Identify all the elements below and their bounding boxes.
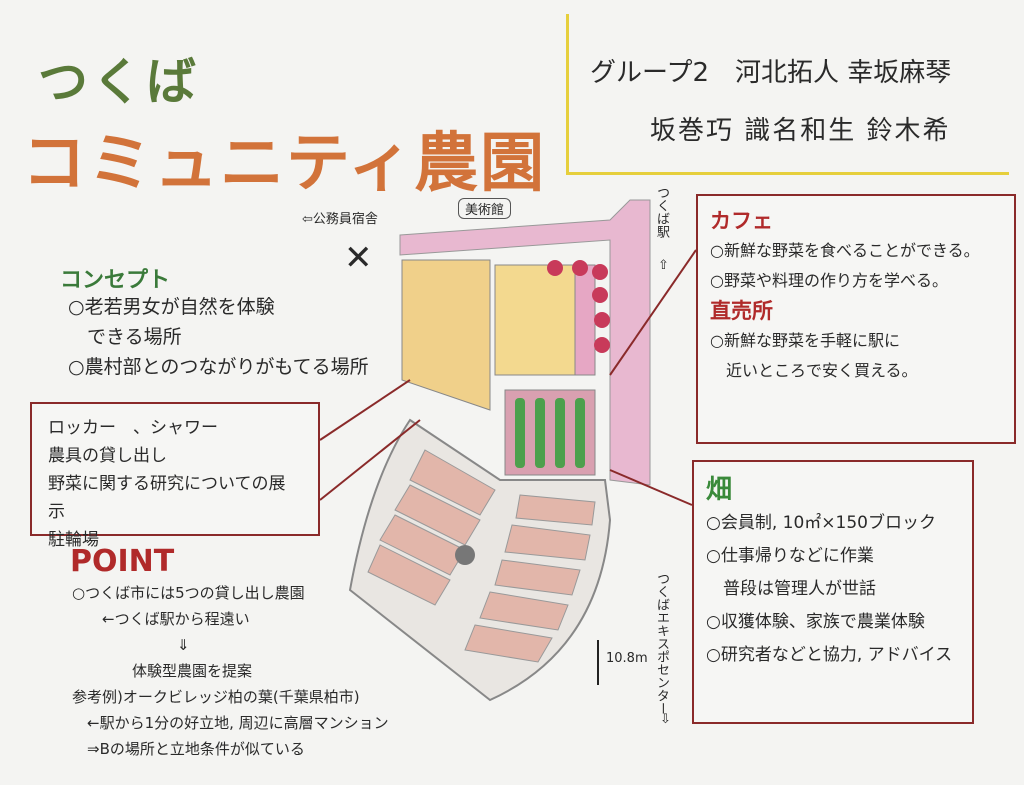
facilities-box: ロッカー 、シャワー 農具の貸し出し 野菜に関する研究についての展示 駐輪場 — [30, 402, 320, 550]
well — [455, 545, 475, 565]
farm-box: 畑 ○会員制, 10㎡×150ブロック ○仕事帰りなどに作業 普段は管理人が世話… — [692, 460, 974, 724]
site-map — [348, 199, 651, 702]
label-scale: 10.8m — [606, 651, 648, 666]
farm-item: ○研究者などと協力, アドバイス — [706, 645, 953, 665]
farm-heading: 畑 — [706, 475, 733, 505]
group-line2: 坂巻巧 識名和生 鈴木希 — [650, 116, 951, 146]
group-line1: グループ2 河北拓人 幸坂麻琴 — [590, 58, 952, 88]
point-heading: POINT — [70, 544, 175, 579]
facility-item: ロッカー 、シャワー — [48, 418, 218, 438]
label-expo: つくばエキスポセンター — [654, 572, 669, 715]
label-station: つくば駅 — [654, 186, 669, 238]
down-arrow-icon: ⇩ — [660, 712, 671, 727]
farm-item: ○会員制, 10㎡×150ブロック — [706, 513, 936, 533]
concept-item: できる場所 — [68, 326, 182, 348]
building-left — [401, 259, 491, 411]
concept-item: ○老若男女が自然を体験 — [68, 296, 275, 318]
point-line: ○つくば市には5つの貸し出し農園 — [72, 584, 305, 602]
point-line: ⇒Bの場所と立地条件が似ている — [72, 740, 305, 758]
cafe-item: ○新鮮な野菜を食べることができる。 — [710, 241, 980, 260]
green-rows — [515, 398, 585, 468]
label-museum: 美術館 — [458, 198, 512, 219]
concept-list: ○老若男女が自然を体験 できる場所 ○農村部とのつながりがもてる場所 — [68, 292, 369, 382]
farm-item: 普段は管理人が世話 — [706, 579, 876, 599]
point-line: ⇓ — [72, 636, 190, 654]
group-box — [566, 14, 1009, 175]
shop-heading: 直売所 — [710, 299, 773, 323]
cafe-box: カフェ ○新鮮な野菜を食べることができる。 ○野菜や料理の作り方を学べる。 直売… — [696, 194, 1016, 444]
cafe-heading: カフェ — [710, 209, 773, 233]
shop-item: 近いところで安く買える。 — [710, 361, 918, 380]
title-line1: つくば — [38, 53, 200, 111]
facility-item: 駐輪場 — [48, 530, 99, 550]
facility-item: 農具の貸し出し — [48, 446, 167, 466]
concept-item: ○農村部とのつながりがもてる場所 — [68, 356, 369, 378]
concept-heading: コンセプト — [60, 268, 171, 293]
side-strip — [574, 264, 596, 376]
cafe-umbrellas — [547, 260, 610, 353]
building-right — [494, 264, 576, 376]
point-line: 参考例)オークビレッジ柏の葉(千葉県柏市) — [72, 688, 360, 706]
farm-item: ○仕事帰りなどに作業 — [706, 546, 874, 566]
label-dorm: ⇦公務員宿舎 — [302, 212, 378, 227]
point-line: ←つくば駅から程遠い — [72, 610, 250, 628]
farm-item: ○収獲体験、家族で農業体験 — [706, 612, 925, 632]
up-arrow-icon: ⇧ — [658, 258, 669, 273]
cafe-item: ○野菜や料理の作り方を学べる。 — [710, 271, 948, 290]
shop-item: ○新鮮な野菜を手軽に駅に — [710, 331, 900, 350]
point-line: 体験型農園を提案 — [72, 662, 253, 680]
title-line2: コミュニティ農園 — [22, 127, 547, 201]
point-line: ←駅から1分の好立地, 周辺に高層マンション — [72, 714, 389, 732]
facility-item: 野菜に関する研究についての展示 — [48, 474, 286, 522]
point-list: ○つくば市には5つの貸し出し農園 ←つくば駅から程遠い ⇓ 体験型農園を提案 参… — [72, 580, 389, 762]
north-icon: ✕ — [344, 238, 373, 278]
